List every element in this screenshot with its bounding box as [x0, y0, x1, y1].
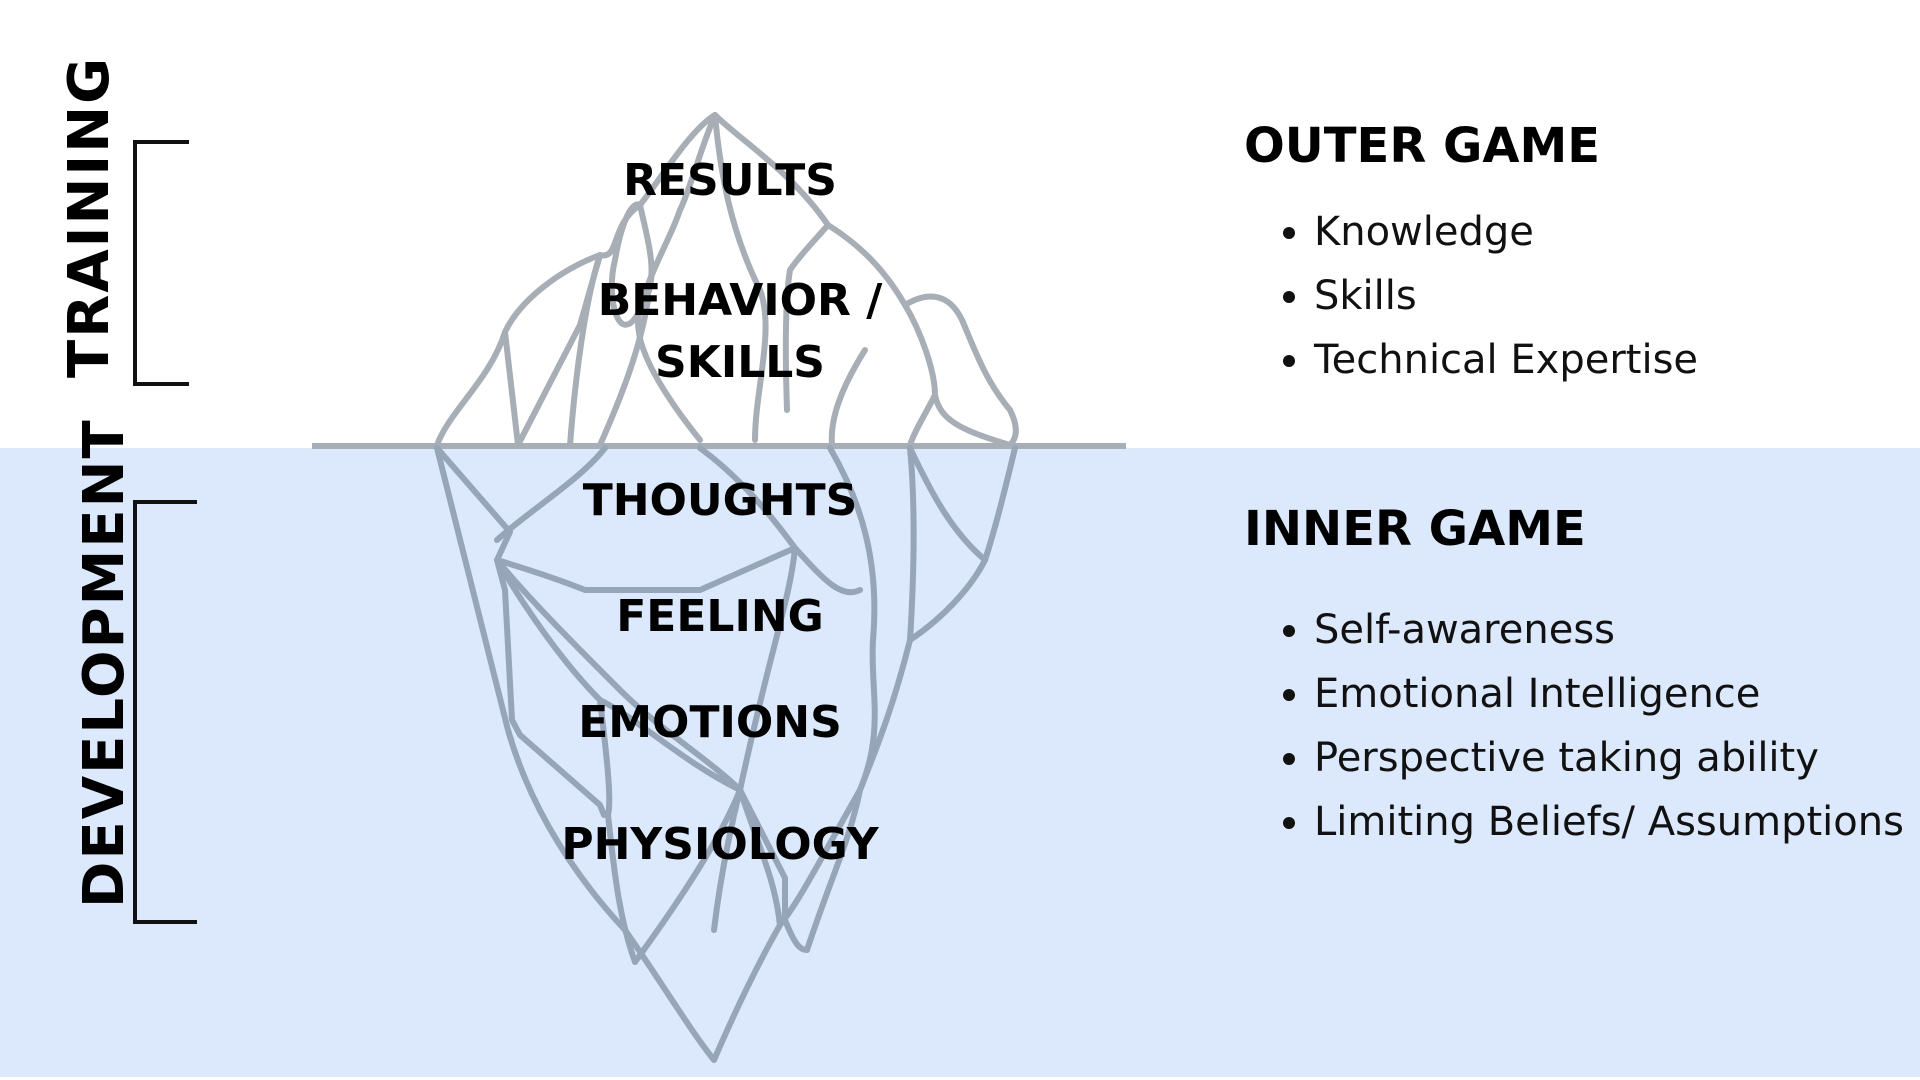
training-label: TRAINING: [57, 55, 122, 378]
training-bracket: [133, 140, 189, 386]
list-item: Self-awareness: [1314, 598, 1914, 662]
iceberg-ridge-5: [597, 297, 651, 448]
iceberg-label-behavior-line2: SKILLS: [655, 337, 825, 388]
list-item: Perspective taking ability: [1314, 726, 1914, 790]
iceberg-label-behavior: BEHAVIOR / SKILLS: [560, 270, 920, 394]
iceberg-outline-bottom: [434, 445, 1018, 1063]
iceberg-ridge-8: [782, 222, 831, 413]
bottom-edge: [0, 1077, 1920, 1080]
iceberg-above-water: [434, 112, 1019, 448]
inner-game-list: Self-awareness Emotional Intelligence Pe…: [1278, 598, 1914, 854]
iceberg-label-emotions: EMOTIONS: [578, 697, 842, 748]
iceberg-ridge-3: [567, 252, 603, 448]
iceberg-label-thoughts: THOUGHTS: [582, 475, 858, 526]
list-item: Limiting Beliefs/ Assumptions: [1314, 790, 1914, 854]
iceberg-crack-14: [907, 445, 988, 563]
list-item: Knowledge: [1314, 200, 1914, 264]
inner-game-title: INNER GAME: [1244, 501, 1586, 557]
list-item: Emotional Intelligence: [1314, 662, 1914, 726]
iceberg-crack-8: [632, 787, 743, 965]
iceberg-ridge-4: [608, 201, 655, 328]
water-area: [0, 448, 1920, 1080]
iceberg-label-feeling: FEELING: [616, 591, 824, 642]
list-item: Skills: [1314, 264, 1914, 328]
development-label: DEVELOPMENT: [72, 418, 137, 908]
iceberg-below-water: [434, 445, 1018, 1063]
iceberg-label-behavior-line1: BEHAVIOR /: [597, 275, 883, 326]
development-bracket: [133, 500, 197, 924]
iceberg-ridge-1: [502, 329, 521, 448]
iceberg-crack-7: [711, 545, 798, 933]
iceberg-crack-3: [494, 557, 743, 793]
iceberg-label-physiology: PHYSIOLOGY: [561, 819, 879, 870]
iceberg-crack-9: [597, 697, 638, 965]
outer-game-list: Knowledge Skills Technical Expertise: [1278, 200, 1914, 392]
iceberg-crack-1: [434, 445, 607, 818]
outer-game-title: OUTER GAME: [1244, 118, 1601, 174]
iceberg-crack-12: [804, 445, 878, 953]
iceberg-ridge-7: [635, 112, 718, 443]
list-item: Technical Expertise: [1314, 328, 1914, 392]
iceberg-ridge-6: [712, 112, 769, 443]
iceberg-crack-5: [494, 445, 608, 543]
iceberg-ridge-11: [907, 392, 938, 448]
iceberg-crack-2: [494, 545, 798, 593]
iceberg-label-results: RESULTS: [623, 155, 837, 206]
iceberg-outline-top: [434, 112, 1019, 448]
iceberg-ridge-9: [828, 347, 868, 448]
iceberg-crack-13: [907, 445, 917, 643]
